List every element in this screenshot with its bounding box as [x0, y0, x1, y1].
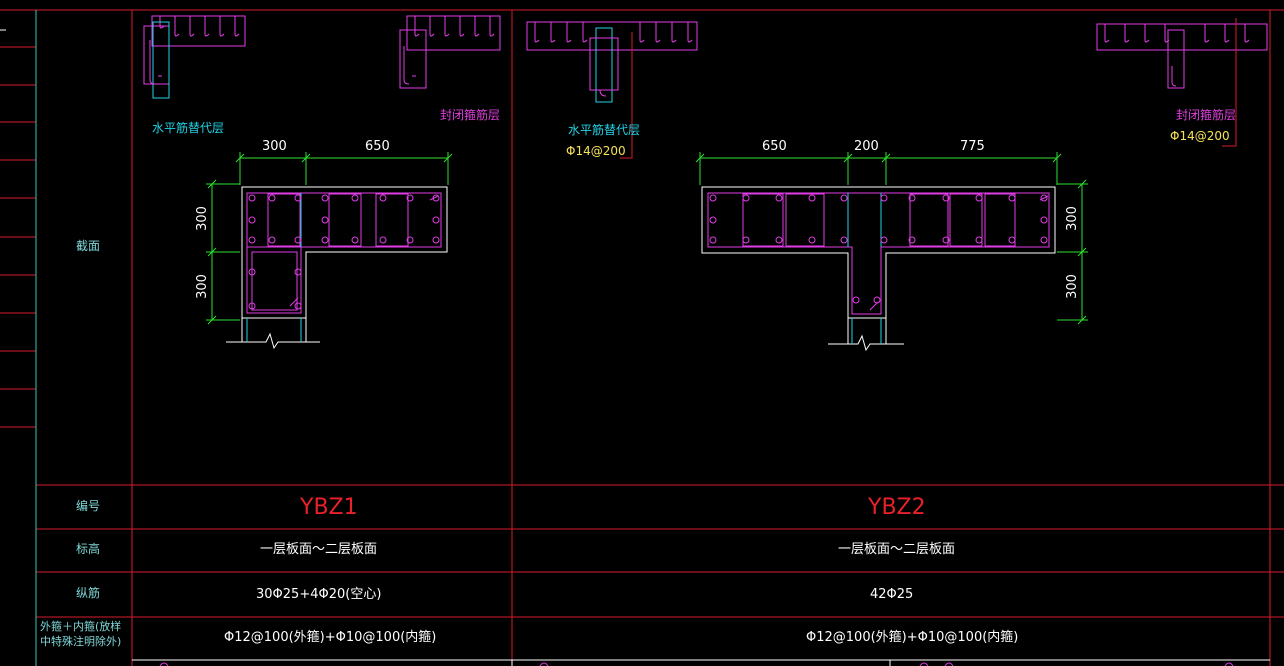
- ybz2-elevation: 一层板面～二层板面: [838, 542, 956, 557]
- ybz2-dim-h-3: 775: [960, 139, 985, 154]
- table-grid: [36, 9, 1284, 666]
- ybz2-note-replace-layer: 水平筋替代层: [568, 123, 641, 137]
- ybz2-ties-cyan: [847, 193, 882, 247]
- ybz2-dim-v-2: 300: [1064, 274, 1080, 299]
- ybz2-note-replace-spec: Φ14@200: [566, 144, 626, 158]
- ybz2-long-bars: 42Φ25: [870, 587, 914, 602]
- ybz2-replace-layer-detail: [526, 21, 698, 159]
- ybz1-long-bars: 30Φ25+4Φ20(空心): [256, 587, 382, 602]
- ybz1-dim-h-1: 300: [262, 139, 287, 154]
- row-label-section: 截面: [76, 239, 101, 253]
- ybz2-dim-v-1: 300: [1064, 206, 1080, 231]
- ybz2-dim-h-2: 200: [854, 139, 879, 154]
- ybz2-note-closed-stirrup: 封闭箍筋层: [1176, 108, 1237, 122]
- ybz2-closed-stirrup-detail: [1096, 18, 1268, 147]
- ybz1-stirrups: Φ12@100(外箍)+Φ10@100(内箍): [224, 630, 437, 645]
- left-margin-ticks: [0, 9, 36, 428]
- ybz1-dim-v-1: 300: [194, 206, 210, 231]
- ybz2-dimensions: [695, 152, 1088, 325]
- ybz1-dim-v-2: 300: [194, 274, 210, 299]
- ybz1-replace-layer-detail: [143, 15, 246, 99]
- ybz1-section-outline: [226, 186, 448, 350]
- ybz2-dim-h-1: 650: [762, 139, 787, 154]
- ybz1-column-edge-cyan: [246, 318, 302, 342]
- ybz2-longitudinal-bars: [709, 194, 1048, 304]
- ybz1-note-replace-layer: 水平筋替代层: [152, 121, 225, 135]
- ybz1-code: YBZ1: [300, 495, 358, 520]
- ybz1-elevation: 一层板面～二层板面: [260, 542, 378, 557]
- row-label-elevation: 标高: [76, 542, 101, 556]
- ybz2-stirrups: Φ12@100(外箍)+Φ10@100(内箍): [806, 630, 1019, 645]
- row-label-long-bars: 纵筋: [76, 586, 101, 600]
- ybz1-longitudinal-bars: [248, 194, 440, 310]
- ybz1-dim-h-2: 650: [365, 139, 390, 154]
- ybz2-code: YBZ2: [868, 495, 926, 520]
- ybz2-column-edge-cyan: [851, 318, 882, 344]
- row-label-number: 编号: [76, 499, 101, 513]
- ybz2-note-closed-spec: Φ14@200: [1170, 129, 1230, 143]
- ybz2-section-outline: [701, 186, 1056, 352]
- ybz1-closed-stirrup-detail: [399, 15, 501, 89]
- ybz1-note-closed-stirrup: 封闭箍筋层: [440, 108, 501, 122]
- ybz1-dimensions: [206, 152, 453, 325]
- bottom-row-fragment: [132, 659, 1270, 666]
- row-label-stirrups: 外箍＋内箍(放样中特殊注明除外): [40, 620, 122, 648]
